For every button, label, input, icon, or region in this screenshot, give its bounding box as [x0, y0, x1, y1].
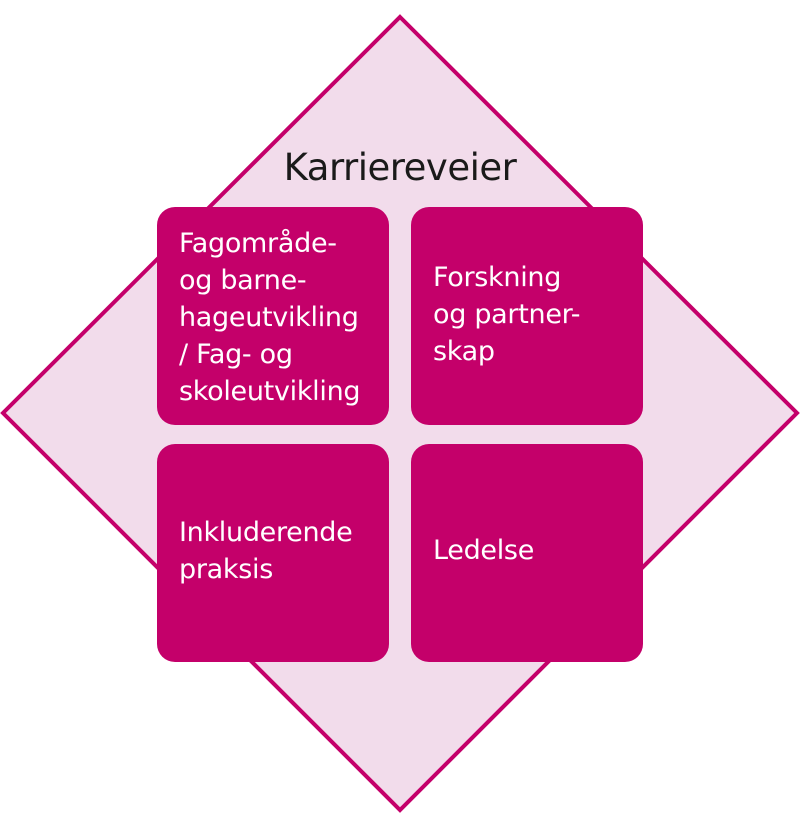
box-text-line: Inkluderende — [179, 517, 353, 548]
box-forskning-partnerskap: Forskning og partner- skap — [411, 207, 643, 425]
box-text-line: praksis — [179, 554, 273, 585]
box-text-line: Forskning — [433, 262, 562, 293]
box-fagomrade-utvikling: Fagområde- og barne- hageutvikling / Fag… — [157, 207, 389, 425]
box-text-line: Fagområde- — [179, 228, 337, 259]
box-ledelse: Ledelse — [411, 444, 643, 662]
box-inkluderende-praksis: Inkluderende praksis — [157, 444, 389, 662]
box-text-line: skoleutvikling — [179, 376, 361, 407]
box-text-line: / Fag- og — [179, 339, 293, 370]
box-text-line: og barne- — [179, 265, 307, 296]
box-text-line: Ledelse — [433, 535, 535, 566]
box-text-line: skap — [433, 336, 495, 367]
diagram-title: Karriereveier — [283, 146, 517, 189]
box-text-line: hageutvikling — [179, 302, 359, 333]
box-text-line: og partner- — [433, 299, 581, 330]
